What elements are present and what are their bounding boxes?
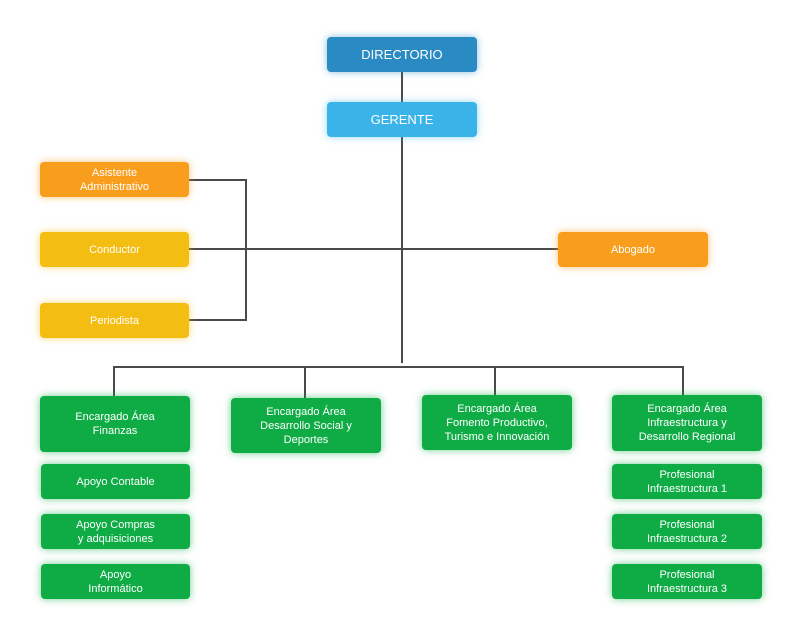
node-periodista-label: Periodista <box>90 314 139 327</box>
node-conductor-label: Conductor <box>89 243 140 256</box>
node-area-label: Encargado Área Fomento Productivo, Turis… <box>444 402 550 443</box>
node-area-infraestructura[interactable]: Encargado Área Infraestructura y Desarro… <box>612 395 762 451</box>
node-gerente[interactable]: GERENTE <box>327 102 477 137</box>
node-apoyo-compras[interactable]: Apoyo Compras y adquisiciones <box>41 514 190 549</box>
node-profesional-infraestructura-3[interactable]: Profesional Infraestructura 3 <box>612 564 762 599</box>
node-asistente-label: Asistente Administrativo <box>79 166 150 193</box>
node-area-fomento-productivo[interactable]: Encargado Área Fomento Productivo, Turis… <box>422 395 572 450</box>
node-area-label: Encargado Área Desarrollo Social y Depor… <box>260 405 352 446</box>
node-sub-label: Apoyo Informático <box>88 568 143 595</box>
node-profesional-infraestructura-1[interactable]: Profesional Infraestructura 1 <box>612 464 762 499</box>
node-sub-label: Profesional Infraestructura 1 <box>646 468 728 495</box>
node-area-label: Encargado Área Infraestructura y Desarro… <box>638 403 736 443</box>
node-abogado[interactable]: Abogado <box>558 232 708 267</box>
node-sub-label: Apoyo Contable <box>76 475 155 488</box>
node-sub-label: Profesional Infraestructura 2 <box>646 518 728 545</box>
connector-directorio-gerente <box>401 72 403 104</box>
connector-gerente-trunk <box>401 137 403 363</box>
node-gerente-label: GERENTE <box>370 111 434 127</box>
connector-area-3 <box>494 366 496 396</box>
connector-area-4 <box>682 366 684 396</box>
node-area-finanzas[interactable]: Encargado Área Finanzas <box>40 396 190 452</box>
node-area-label: Encargado Área Finanzas <box>75 411 155 437</box>
node-apoyo-contable[interactable]: Apoyo Contable <box>41 464 190 499</box>
node-directorio[interactable]: DIRECTORIO <box>327 37 477 72</box>
node-sub-label: Profesional Infraestructura 3 <box>646 568 728 595</box>
connector-asistente <box>189 179 247 181</box>
node-conductor[interactable]: Conductor <box>40 232 189 267</box>
connector-areas-horizontal <box>113 366 684 368</box>
node-periodista[interactable]: Periodista <box>40 303 189 338</box>
connector-conductor-abogado <box>189 248 559 250</box>
node-asistente-administrativo[interactable]: Asistente Administrativo <box>40 162 189 197</box>
connector-area-1 <box>113 366 115 396</box>
connector-staff-vertical <box>245 179 247 321</box>
node-profesional-infraestructura-2[interactable]: Profesional Infraestructura 2 <box>612 514 762 549</box>
node-area-desarrollo-social[interactable]: Encargado Área Desarrollo Social y Depor… <box>231 398 381 453</box>
connector-area-2 <box>304 366 306 398</box>
node-apoyo-informatico[interactable]: Apoyo Informático <box>41 564 190 599</box>
node-directorio-label: DIRECTORIO <box>361 46 443 62</box>
node-abogado-label: Abogado <box>610 243 656 256</box>
node-sub-label: Apoyo Compras y adquisiciones <box>76 518 155 545</box>
connector-periodista <box>189 319 247 321</box>
